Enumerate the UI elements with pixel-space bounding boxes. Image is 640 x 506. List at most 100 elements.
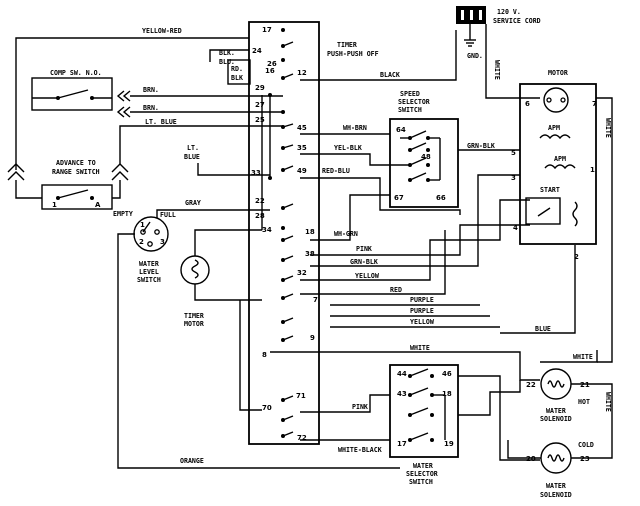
timer-terminal-27: 27 bbox=[255, 101, 265, 109]
label-advance-to: ADVANCE TO bbox=[56, 159, 96, 167]
speed-selector-box bbox=[389, 118, 459, 208]
label-grn-blk-top: GRN-BLK bbox=[467, 142, 495, 150]
timer-terminal-24: 24 bbox=[252, 47, 262, 55]
motor-terminal-3: 3 bbox=[511, 174, 516, 182]
water-terminal-18: 18 bbox=[442, 390, 452, 398]
label-water-sol-2: SOLENOID bbox=[540, 415, 572, 423]
motor-terminal-6: 6 bbox=[525, 100, 530, 108]
timer-terminal-28: 28 bbox=[255, 212, 265, 220]
advance-switch-box bbox=[41, 184, 113, 210]
label-grn-blk: GRN-BLK bbox=[350, 258, 378, 266]
timer-block bbox=[248, 21, 320, 445]
label-switch: SWITCH bbox=[398, 106, 422, 114]
label-white-solenoid: WHITE bbox=[604, 392, 612, 412]
label-water-selector-2: SELECTOR bbox=[406, 470, 438, 478]
label-orange: ORANGE bbox=[180, 457, 204, 465]
label-blu: BLU. bbox=[219, 58, 235, 66]
motor-terminal-5: 5 bbox=[511, 149, 516, 157]
wire-blk-blu bbox=[209, 49, 249, 62]
timer-terminal-9: 9 bbox=[310, 334, 315, 342]
wire-red bbox=[300, 230, 446, 295]
label-speed: SPEED bbox=[400, 90, 420, 98]
water-selector-contacts bbox=[408, 368, 446, 442]
start-switch-box bbox=[525, 197, 561, 225]
water-terminal-19: 19 bbox=[444, 440, 454, 448]
label-water-level-2: LEVEL bbox=[139, 268, 159, 276]
label-pink: PINK bbox=[356, 245, 372, 253]
timer-terminal-38: 38 bbox=[305, 250, 315, 258]
water-selector-box bbox=[389, 364, 459, 458]
label-timer-motor-1: TIMER bbox=[184, 312, 204, 320]
level-terminal-3: 3 bbox=[160, 238, 165, 246]
label-motor: MOTOR bbox=[548, 69, 568, 77]
label-water-sol-3: WATER bbox=[546, 482, 566, 490]
timer-terminal-71: 71 bbox=[296, 392, 306, 400]
label-rd: RD. bbox=[231, 65, 243, 73]
water-terminal-43: 43 bbox=[397, 390, 407, 398]
label-yel-blk: YEL-BLK bbox=[334, 144, 362, 152]
motor-terminal-2: 2 bbox=[574, 253, 579, 261]
cold-terminal-20: 20 bbox=[526, 455, 536, 463]
wire-pink-2 bbox=[300, 394, 390, 413]
timer-terminal-45: 45 bbox=[297, 124, 307, 132]
label-yellow-red: YELLOW-RED bbox=[142, 27, 182, 35]
wire-white bbox=[270, 351, 540, 381]
wire-blue-right bbox=[500, 245, 576, 334]
label-cold: COLD bbox=[578, 441, 594, 449]
label-range-switch: RANGE SWITCH bbox=[52, 168, 100, 176]
wire-wh-grn bbox=[310, 194, 390, 241]
label-start: START bbox=[540, 186, 560, 194]
timer-terminal-26: 26 bbox=[267, 60, 277, 68]
label-white-black: WHITE-BLACK bbox=[338, 446, 382, 454]
label-hot: HOT bbox=[578, 398, 590, 406]
label-empty: EMPTY bbox=[113, 210, 133, 218]
label-water-selector-3: SWITCH bbox=[409, 478, 433, 486]
timer-terminal-33: 33 bbox=[251, 169, 261, 177]
speed-terminal-67: 67 bbox=[394, 194, 404, 202]
timer-terminal-25: 25 bbox=[255, 116, 265, 124]
label-blue-right: BLUE bbox=[535, 325, 551, 333]
timer-terminal-72: 72 bbox=[297, 434, 307, 442]
label-water-level-1: WATER bbox=[139, 260, 159, 268]
label-blk: BLK. bbox=[219, 49, 235, 57]
label-water-sol-1: WATER bbox=[546, 407, 566, 415]
motor-block bbox=[519, 83, 597, 245]
label-yellow-2: YELLOW bbox=[410, 318, 434, 326]
label-apm-2: APM bbox=[554, 155, 566, 163]
label-gnd: GND. bbox=[467, 52, 483, 60]
label-lt-blue: LT. BLUE bbox=[145, 118, 177, 126]
wire-yel-blk bbox=[300, 153, 410, 166]
label-white-right: WHITE bbox=[573, 353, 593, 361]
speed-selector-contacts bbox=[400, 130, 441, 182]
comp-switch-box bbox=[31, 77, 113, 111]
wire-lt-blue bbox=[119, 125, 283, 164]
label-lt: LT. bbox=[187, 144, 199, 152]
wire-black bbox=[300, 30, 457, 81]
timer-terminal-70: 70 bbox=[262, 404, 272, 412]
wire-grn-blk bbox=[310, 174, 520, 267]
label-white-motor: WHITE bbox=[604, 118, 612, 138]
hot-terminal-22: 22 bbox=[526, 381, 536, 389]
motor-symbol bbox=[543, 87, 569, 113]
label-red: RED bbox=[390, 286, 402, 294]
label-service-voltage: 120 V. bbox=[497, 8, 521, 16]
timer-terminal-8: 8 bbox=[262, 351, 267, 359]
label-full: FULL bbox=[160, 211, 176, 219]
label-white-vertical: WHITE bbox=[493, 60, 501, 80]
label-water-selector-1: WATER bbox=[413, 462, 433, 470]
advance-terminal-1: 1 bbox=[52, 201, 57, 209]
label-purple-2: PURPLE bbox=[410, 307, 434, 315]
timer-terminal-35: 35 bbox=[297, 144, 307, 152]
label-water-sol-4: SOLENOID bbox=[540, 491, 572, 499]
motor-terminal-7: 7 bbox=[592, 100, 597, 108]
hot-terminal-21: 21 bbox=[580, 381, 590, 389]
label-brn-2: BRN. bbox=[143, 104, 159, 112]
label-timer-title: TIMER bbox=[337, 41, 357, 49]
label-pink-2: PINK bbox=[352, 403, 368, 411]
timer-terminal-16: 16 bbox=[265, 67, 275, 75]
label-selector: SELECTOR bbox=[398, 98, 430, 106]
speed-terminal-48: 48 bbox=[421, 153, 431, 161]
level-terminal-2: 2 bbox=[139, 238, 144, 246]
